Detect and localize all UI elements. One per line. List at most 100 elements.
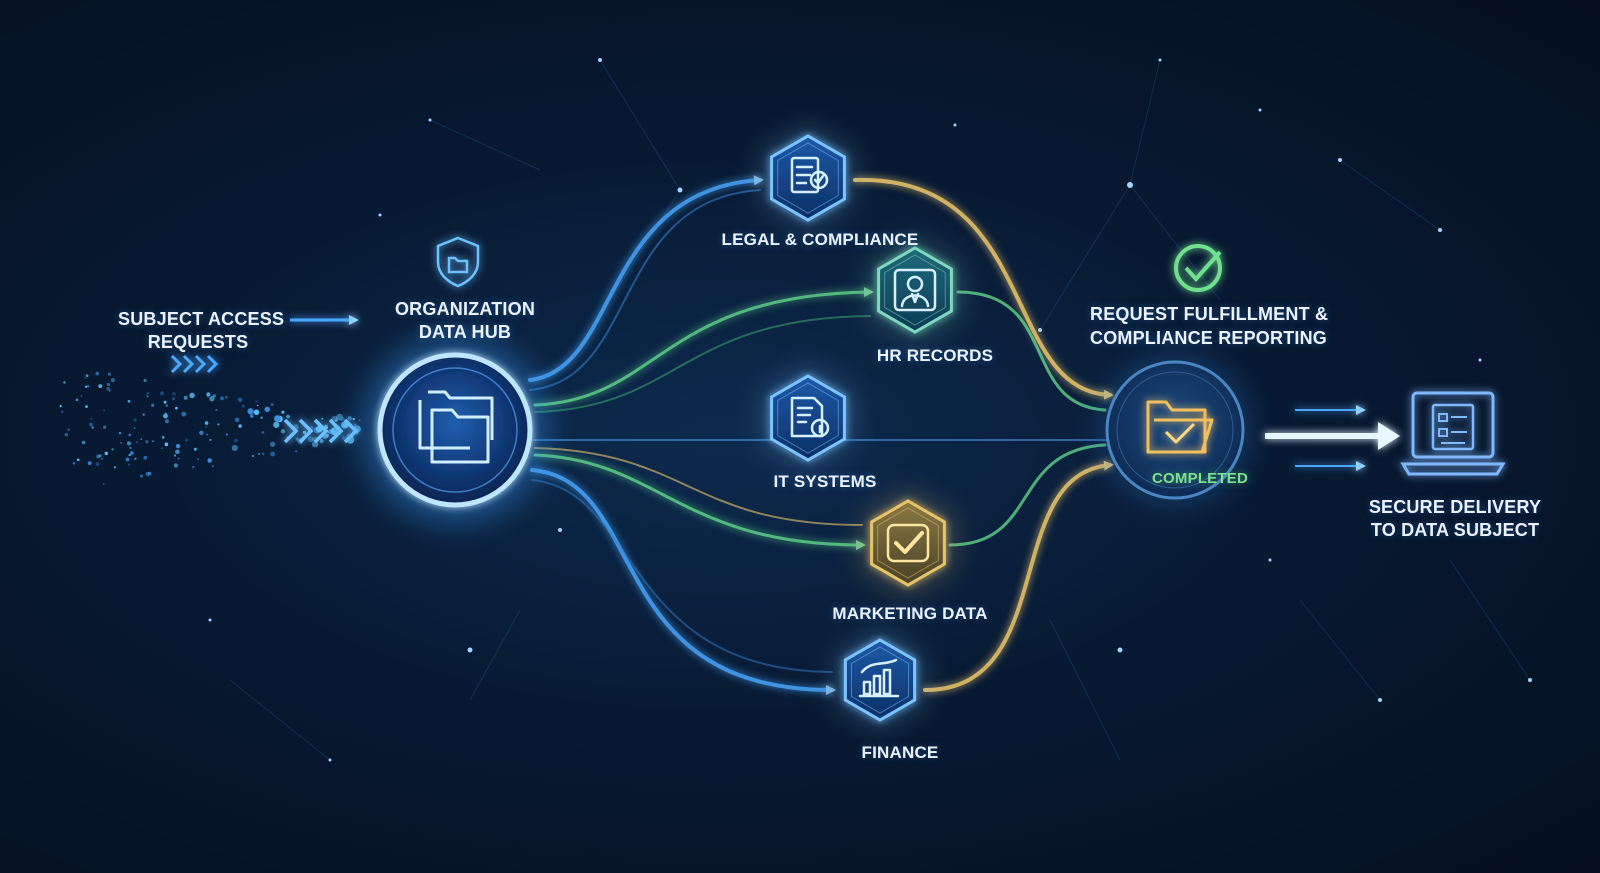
particle (334, 419, 338, 422)
particle (165, 404, 169, 407)
particle (225, 433, 228, 436)
particle (270, 451, 276, 457)
folders-icon (418, 390, 494, 464)
particle (146, 392, 149, 395)
particle (133, 418, 137, 422)
particle (331, 415, 338, 422)
particle (197, 457, 200, 461)
dept-node-finance (836, 630, 924, 730)
particle (106, 386, 110, 391)
particle (110, 378, 115, 383)
particle (59, 405, 62, 408)
particle (250, 414, 254, 418)
particle (264, 406, 270, 413)
particle (162, 413, 169, 419)
input-arrows (170, 315, 359, 444)
particle (76, 458, 80, 462)
particle (321, 417, 324, 420)
particle (102, 482, 105, 485)
particle (107, 372, 112, 376)
particle (211, 465, 214, 467)
path-hr-to-complete (956, 290, 1107, 412)
particle (261, 430, 265, 434)
particle (146, 395, 149, 398)
particle (193, 447, 197, 451)
document-info-icon (790, 396, 830, 438)
particle (358, 419, 361, 422)
dept-node-marketing (863, 491, 953, 595)
particle (143, 455, 148, 460)
checkmark-icon (886, 523, 930, 563)
particle (175, 443, 181, 449)
dept-node-legal (763, 126, 853, 230)
particle (72, 461, 76, 465)
particle (81, 440, 86, 445)
laptop-icon (1400, 391, 1506, 476)
dept-node-hr (870, 238, 960, 342)
particle (172, 392, 176, 396)
particle (135, 441, 139, 444)
particle (341, 435, 346, 441)
particle (129, 446, 132, 449)
particle (205, 425, 208, 428)
person-icon (893, 268, 937, 312)
particle (295, 437, 299, 441)
particle (140, 474, 144, 478)
fulfillment-label: REQUEST FULFILLMENT &COMPLIANCE REPORTIN… (1090, 304, 1329, 348)
particle (224, 395, 228, 399)
path-legal-to-complete (853, 177, 1114, 400)
particle (238, 424, 242, 428)
particle (128, 433, 132, 437)
particle (220, 396, 224, 401)
particle (90, 417, 93, 420)
particle (125, 457, 130, 462)
particle (98, 454, 102, 458)
particle (175, 406, 178, 410)
particle (209, 395, 215, 402)
particle (127, 463, 130, 466)
particle (177, 457, 180, 460)
particle (145, 440, 149, 444)
particle (251, 454, 255, 458)
particle (253, 409, 260, 416)
particle (108, 389, 111, 392)
particle (324, 423, 329, 427)
particle (145, 472, 150, 477)
particle (106, 382, 110, 387)
output-arrows (1265, 405, 1400, 471)
particle (100, 457, 104, 461)
particle (102, 425, 107, 429)
particle (95, 371, 100, 376)
particle (113, 466, 117, 469)
particle (189, 392, 195, 399)
particle (237, 397, 243, 403)
particle (212, 394, 216, 398)
particle (134, 457, 137, 460)
particle (151, 403, 155, 407)
particle (215, 408, 218, 411)
particle (151, 440, 154, 443)
particle (85, 405, 88, 408)
particle (163, 400, 167, 404)
particle (120, 441, 123, 444)
particle (98, 384, 103, 388)
request-particle-stream (59, 371, 361, 485)
shield-folder-icon (436, 236, 480, 288)
particle (173, 463, 178, 468)
particle (175, 449, 180, 455)
path-to-legal (528, 175, 764, 382)
background-network (229, 59, 1531, 761)
particle (206, 433, 209, 436)
particle (274, 415, 281, 423)
department-nodes (763, 126, 960, 730)
particle (128, 453, 132, 457)
particle (260, 416, 263, 419)
particle (64, 433, 68, 437)
folder-check-icon (1146, 400, 1214, 454)
particle (164, 442, 169, 447)
particle (111, 448, 114, 451)
